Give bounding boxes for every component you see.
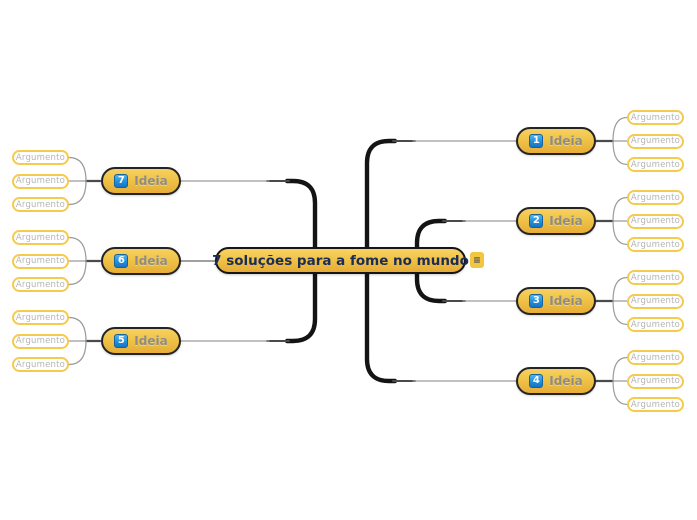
connector-branch-4 <box>364 258 628 406</box>
connector-path <box>68 340 87 366</box>
topic-node-4[interactable]: 4 Ideia <box>516 367 596 395</box>
connector-branch-2 <box>414 196 628 263</box>
connector-path <box>364 138 398 263</box>
argument-label: Argumento <box>15 336 66 346</box>
topic-label: Ideia <box>134 334 168 348</box>
argument-label: Argumento <box>630 136 681 146</box>
connector-path <box>284 258 318 344</box>
connector-path <box>68 156 87 182</box>
topic-node-1[interactable]: 1 Ideia <box>516 127 596 155</box>
argument-node-1-2[interactable]: Argumento <box>627 133 684 149</box>
argument-node-3-3[interactable]: Argumento <box>627 317 684 332</box>
argument-node-6-2[interactable]: Argumento <box>12 253 69 269</box>
connector-path <box>364 258 398 384</box>
argument-node-2-2[interactable]: Argumento <box>627 213 684 229</box>
argument-label: Argumento <box>630 112 681 123</box>
argument-label: Argumento <box>630 239 681 250</box>
argument-label: Argumento <box>15 312 66 323</box>
topic-node-7[interactable]: 7 Ideia <box>101 167 181 195</box>
argument-node-4-3[interactable]: Argumento <box>627 397 684 412</box>
argument-node-2-3[interactable]: Argumento <box>627 237 684 252</box>
root-topic[interactable]: 7 soluções para a fome no mundo <box>212 247 469 274</box>
topic-number-badge: 1 <box>529 134 544 148</box>
topic-node-6[interactable]: 6 Ideia <box>101 247 181 275</box>
topic-node-5[interactable]: 5 Ideia <box>101 327 181 355</box>
argument-node-4-2[interactable]: Argumento <box>627 373 684 389</box>
argument-node-6-3[interactable]: Argumento <box>12 277 69 292</box>
argument-node-4-1[interactable]: Argumento <box>627 350 684 365</box>
argument-label: Argumento <box>630 192 681 203</box>
argument-node-2-1[interactable]: Argumento <box>627 190 684 205</box>
connector-path <box>68 236 87 262</box>
argument-label: Argumento <box>15 152 66 163</box>
argument-label: Argumento <box>630 399 681 410</box>
connector-path <box>612 380 628 406</box>
argument-node-5-1[interactable]: Argumento <box>12 310 69 325</box>
connector-branch-6 <box>68 236 219 286</box>
connector-path <box>612 276 628 302</box>
argument-node-7-1[interactable]: Argumento <box>12 150 69 165</box>
connector-path <box>612 140 628 166</box>
topic-node-2[interactable]: 2 Ideia <box>516 207 596 235</box>
root-menu-button[interactable]: ≡ <box>470 252 484 268</box>
argument-label: Argumento <box>630 272 681 283</box>
topic-label: Ideia <box>549 134 583 148</box>
topic-number-badge: 4 <box>529 374 544 388</box>
argument-node-6-1[interactable]: Argumento <box>12 230 69 245</box>
connector-branch-1 <box>364 116 628 263</box>
topic-number-badge: 7 <box>114 174 129 188</box>
connector-branch-5 <box>68 258 318 366</box>
topic-node-3[interactable]: 3 Ideia <box>516 287 596 315</box>
argument-label: Argumento <box>15 199 66 210</box>
topic-label: Ideia <box>549 374 583 388</box>
connector-path <box>612 356 628 382</box>
argument-node-3-2[interactable]: Argumento <box>627 293 684 309</box>
topic-number-badge: 3 <box>529 294 544 308</box>
argument-node-3-1[interactable]: Argumento <box>627 270 684 285</box>
argument-node-7-2[interactable]: Argumento <box>12 173 69 189</box>
hamburger-icon: ≡ <box>473 253 481 267</box>
argument-label: Argumento <box>630 376 681 386</box>
connector-path <box>68 260 87 286</box>
connector-path <box>612 116 628 142</box>
argument-label: Argumento <box>15 176 66 186</box>
topic-number-badge: 6 <box>114 254 129 268</box>
topic-label: Ideia <box>549 294 583 308</box>
connector-path <box>612 196 628 222</box>
connector-path <box>612 300 628 326</box>
argument-label: Argumento <box>15 359 66 370</box>
argument-label: Argumento <box>15 232 66 243</box>
argument-label: Argumento <box>630 319 681 330</box>
argument-label: Argumento <box>630 352 681 363</box>
topic-label: Ideia <box>134 174 168 188</box>
argument-node-1-3[interactable]: Argumento <box>627 157 684 172</box>
argument-label: Argumento <box>630 216 681 226</box>
connector-path <box>68 316 87 342</box>
connector-path <box>414 258 448 304</box>
topic-number-badge: 5 <box>114 334 129 348</box>
connector-path <box>284 178 318 263</box>
argument-label: Argumento <box>15 256 66 266</box>
topic-number-badge: 2 <box>529 214 544 228</box>
argument-label: Argumento <box>15 279 66 290</box>
root-topic-label: 7 soluções para a fome no mundo <box>212 252 469 269</box>
argument-node-7-3[interactable]: Argumento <box>12 197 69 212</box>
connector-branch-7 <box>68 156 318 263</box>
topic-label: Ideia <box>134 254 168 268</box>
connector-branch-3 <box>414 258 628 326</box>
connector-path <box>414 218 448 263</box>
argument-label: Argumento <box>630 159 681 170</box>
connector-path <box>68 180 87 206</box>
argument-node-5-2[interactable]: Argumento <box>12 333 69 349</box>
topic-label: Ideia <box>549 214 583 228</box>
argument-node-5-3[interactable]: Argumento <box>12 357 69 372</box>
argument-label: Argumento <box>630 296 681 306</box>
connector-path <box>612 220 628 246</box>
argument-node-1-1[interactable]: Argumento <box>627 110 684 125</box>
